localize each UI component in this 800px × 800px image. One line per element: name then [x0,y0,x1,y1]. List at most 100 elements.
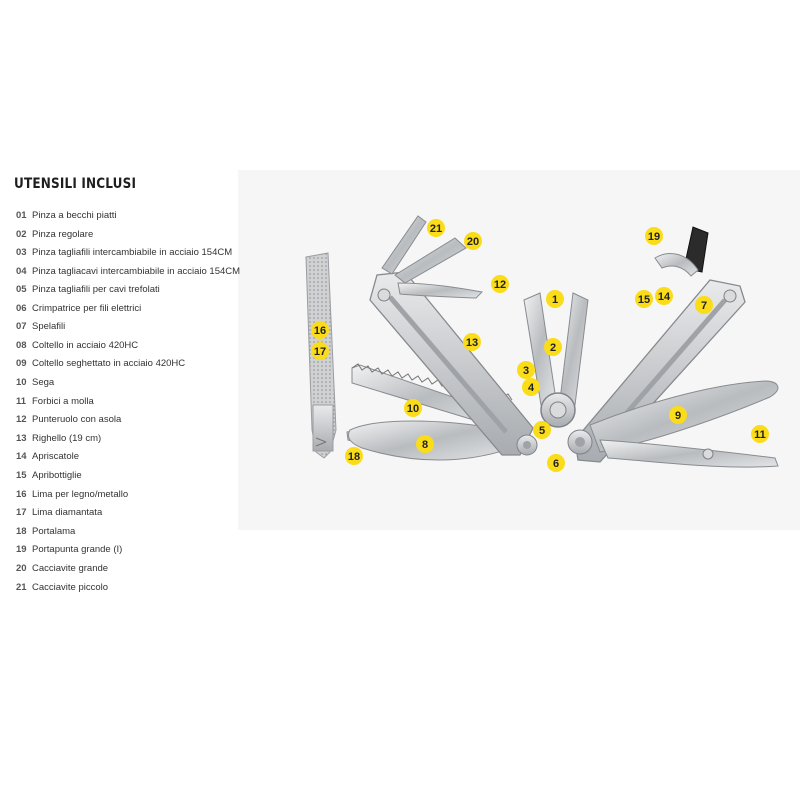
svg-text:5: 5 [539,425,545,437]
tool-number: 05 [16,284,27,295]
tool-name: Coltello seghettato in acciaio 420HC [32,358,186,370]
tool-name: Sega [32,376,55,388]
tool-number: 19 [16,544,27,556]
tool-name: Pinza regolare [32,228,94,240]
tool-number: 21 [16,581,27,593]
svg-text:19: 19 [648,231,660,243]
tool-number: 09 [16,358,27,370]
tool-name: Crimpatrice per fili elettrici [32,302,142,314]
tool-name: Punteruolo con asola [32,414,122,426]
tool-name: Lima per legno/metallo [32,488,129,500]
callout-15: 15 [635,290,653,308]
callout-11: 11 [751,425,769,443]
tool-item-14: 14 Apriscatole [16,448,244,467]
svg-text:2: 2 [550,342,556,354]
tool-name: Pinza tagliafili per cavi trefolati [32,284,160,295]
tool-number: 11 [16,395,27,407]
tool-name: Portalama [32,525,76,537]
tool-name: Apribottiglie [32,469,82,481]
callout-8: 8 [416,435,434,453]
tool-number: 16 [16,488,27,500]
callout-10: 10 [404,399,422,417]
tool-item-21: 21 Cacciavite piccolo [16,579,244,598]
callout-19: 19 [645,227,663,245]
svg-text:13: 13 [466,337,478,349]
callout-4: 4 [522,378,540,396]
tool-number: 15 [16,469,27,481]
tool-name: Cacciavite piccolo [32,581,109,593]
tool-item-19: 19 Portapunta grande (I) [16,541,244,560]
svg-text:8: 8 [422,439,428,451]
svg-text:17: 17 [314,346,326,358]
tool-number: 18 [16,525,27,537]
scissors-11 [599,439,779,468]
svg-text:6: 6 [553,458,559,470]
tool-number: 06 [16,302,27,314]
tool-item-10: 10 Sega [16,374,244,393]
tool-item-11: 11 Forbici a molla [16,393,244,412]
callout-12: 12 [491,275,509,293]
svg-text:11: 11 [754,429,766,441]
callout-20: 20 [464,232,482,250]
svg-text:7: 7 [701,300,707,312]
tool-number: 04 [16,265,27,277]
tool-item-20: 20 Cacciavite grande [16,560,244,579]
tools-heading: UTENSILI INCLUSI [14,176,137,192]
callout-3: 3 [517,361,535,379]
tool-number: 20 [16,562,27,574]
tool-number: 17 [16,507,27,519]
tool-item-15: 15 Apribottiglie [16,467,244,486]
svg-text:14: 14 [658,291,671,303]
svg-text:16: 16 [314,325,326,337]
tool-item-06: 06 Crimpatrice per fili elettrici [16,300,244,319]
svg-text:12: 12 [494,279,506,291]
callout-16: 16 [311,321,329,339]
svg-text:21: 21 [430,223,442,235]
tool-number: 14 [16,451,27,463]
tool-name: Spelafili [32,321,66,333]
svg-text:10: 10 [407,403,419,415]
tool-name: Lima diamantata [32,507,103,519]
left-handle [369,271,534,456]
tool-number: 08 [16,339,27,351]
right-top-tools [654,226,709,277]
tool-name: Portapunta grande (I) [32,544,123,556]
callout-5: 5 [533,421,551,439]
svg-text:15: 15 [638,294,650,306]
svg-text:3: 3 [523,365,529,377]
tool-item-16: 16 Lima per legno/metallo [16,486,244,505]
tool-item-17: 17 Lima diamantata [16,504,244,523]
tool-name: Apriscatole [32,451,79,463]
tool-name: Cacciavite grande [32,562,109,574]
tool-number: 13 [16,432,27,444]
callout-2: 2 [544,338,562,356]
callout-13: 13 [463,333,481,351]
callout-17: 17 [311,342,329,360]
callout-7: 7 [695,296,713,314]
callout-14: 14 [655,287,673,305]
tool-number: 10 [16,376,27,388]
left-top-tools [381,215,484,299]
svg-text:1: 1 [552,294,558,306]
callout-21: 21 [427,219,445,237]
tool-name: Forbici a molla [32,395,94,407]
tool-number: 12 [16,414,27,426]
pivot-bolts [516,429,593,456]
svg-text:18: 18 [348,451,360,463]
svg-text:9: 9 [675,410,681,422]
tool-item-05: 05 Pinza tagliafili per cavi trefolati [16,281,244,300]
callout-1: 1 [546,290,564,308]
tool-name: Pinza tagliacavi intercambiabile in acci… [32,265,241,277]
pliers-jaws [523,292,589,428]
tool-number: 03 [16,247,27,259]
tool-item-04: 04 Pinza tagliacavi intercambiabile in ac… [16,263,244,281]
callout-18: 18 [345,447,363,465]
tool-item-09: 09 Coltello seghettato in acciaio 420HC [16,355,244,374]
tool-name: Pinza a becchi piatti [32,210,117,221]
